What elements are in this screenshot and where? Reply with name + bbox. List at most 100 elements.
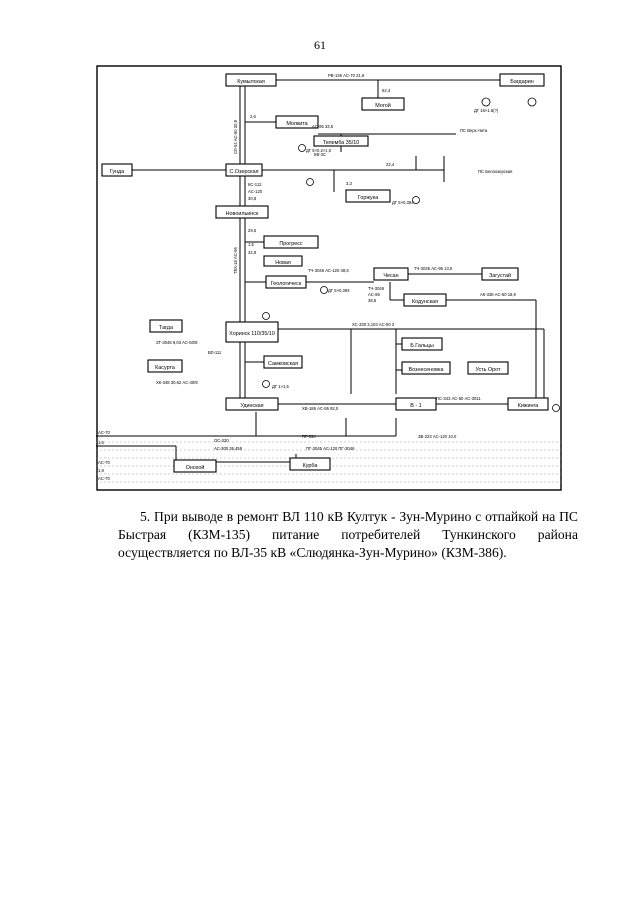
node-box-b-gaitsy [401, 337, 443, 351]
annotation-vertical: ТЕК-18 АС-95 [233, 247, 238, 274]
node-label: Прогресс [279, 241, 303, 247]
node-box-gunda [101, 163, 133, 177]
node-label: Горжука [358, 195, 378, 201]
annotation: ХК-348 30,62 АС-40/8 [156, 380, 198, 385]
node-label: Усть Орот [475, 367, 501, 373]
node-box-kodunsk [403, 293, 447, 307]
generator-icon [262, 312, 270, 320]
annotation: КВ-3С [314, 152, 326, 157]
annotation: 3,3 [346, 181, 352, 186]
annotation: АС-120 [248, 189, 263, 194]
annotation: 1,5 [248, 242, 254, 247]
node-label: Хоринск 110/35/10 [229, 331, 275, 337]
node-label: Новая [275, 260, 291, 266]
node-label: Кижинга [518, 403, 539, 409]
annotation: 29,5 [248, 228, 257, 233]
node-box-progress [263, 235, 319, 249]
annotation: КС-112 [248, 182, 262, 187]
diagram-lines [96, 79, 545, 463]
node-box-kasurta [147, 359, 183, 373]
node-label: С.Озерская [229, 169, 258, 175]
node-box-novoilinsk [215, 205, 269, 219]
node-box-telemba [313, 135, 369, 147]
annotation: ЗТ-3046 9,03 АС-50/8 [156, 340, 198, 345]
annotation: ОС-330 [214, 438, 229, 443]
generator-icons [262, 97, 560, 412]
annotation: ПС-343 АС-50 АС-3011 [436, 396, 481, 401]
node-label: Новоильинск [226, 211, 259, 217]
node-label: Телемба 35/10 [323, 140, 360, 146]
annotation: АС-70 [98, 460, 110, 465]
annotation: ТЧ-3045 АС-95 13,5 [414, 266, 453, 271]
annotation: ПГ-3045 АС-120 ПГ-3046 [306, 446, 355, 451]
node-label: Удинская [240, 403, 263, 409]
node-box-v1 [395, 397, 437, 411]
node-box-onokhoi [173, 459, 217, 473]
annotation: АС-70 [98, 476, 110, 481]
diagram-svg: Кумылская Багдарин Могой Молкита Телемба… [96, 65, 562, 491]
annotation-vertical: СЛ-54 АС-50 30,8 [233, 119, 238, 154]
generator-icon [527, 97, 537, 107]
annotation: ДГ 5×0,394 [392, 200, 414, 205]
node-label: Кумылская [237, 79, 265, 85]
annotation: АК-338 АС-50 18,9 [480, 292, 517, 297]
node-box-mogoi [361, 97, 405, 111]
node-label: Курба [303, 463, 318, 469]
annotation: ХС-330 3,103 АС-50 3 [352, 322, 395, 327]
node-label: Молкита [286, 121, 307, 127]
annotation: 52,4 [382, 88, 391, 93]
generator-icon [552, 404, 560, 412]
node-label: Вознесеновка [409, 367, 444, 373]
annotation: 2,6 [250, 114, 256, 119]
node-box-voznesen [401, 361, 451, 375]
generator-icon [298, 144, 306, 152]
node-box-s-ozerskaya [225, 163, 263, 177]
annotation: 22,4 [386, 162, 395, 167]
generator-icon [320, 286, 328, 294]
annotation: ДГ 5×0,394 [328, 288, 350, 293]
node-box-molkita [275, 115, 319, 129]
generator-icon [306, 178, 314, 186]
node-label: Касурта [155, 365, 175, 371]
annotation: 32,8 [248, 250, 257, 255]
annotation: ПГ-334 [302, 434, 316, 439]
annotation: ПС Верх.Чита [460, 128, 488, 133]
annotation: ДГ 5×0,2×1,0 [306, 148, 332, 153]
node-box-gorzhuka [345, 189, 391, 203]
node-box-novaya [263, 255, 303, 267]
node-label: Загустай [489, 272, 511, 279]
annotation: 1,9 [98, 468, 104, 473]
annotation: ТЧ-3046 АС-120 48,8 [308, 268, 349, 273]
annotation: 30,8 [248, 196, 257, 201]
annotation: ДГ 16×1.5(?) [474, 108, 499, 113]
node-label: Самковская [268, 361, 298, 367]
annotation: АС-70 [98, 430, 110, 435]
node-box-tagda [149, 319, 183, 333]
node-box-kymylskaya [225, 73, 277, 87]
annotation: АС-95 33,5 [312, 124, 334, 129]
body-paragraph: 5. При выводе в ремонт ВЛ 110 кВ Култук … [118, 509, 578, 560]
node-label: Чесан [383, 273, 398, 279]
node-box-zagustai [481, 267, 519, 281]
annotation: 1,5 [98, 440, 104, 445]
annotation: АС-95 [368, 292, 380, 297]
annotation: ТЧ-3046 [368, 286, 385, 291]
node-label: Могой [375, 102, 390, 109]
node-label: Онохой [186, 464, 205, 471]
node-label: Кодунская [412, 299, 438, 305]
bottom-grid [96, 441, 562, 483]
annotation: ДГ 1×1,5 [272, 384, 290, 389]
page-number: 61 [314, 38, 326, 52]
node-box-bagdarin [499, 73, 545, 87]
annotation: АС-300 36,455 [214, 446, 243, 451]
generator-icon [412, 196, 420, 204]
annotation: ХВ-186 АС-95 92,0 [302, 406, 339, 411]
annotation: ВЛ-111 [208, 350, 222, 355]
node-box-kurba [289, 457, 331, 471]
node-box-ust-orot [467, 361, 509, 375]
node-label: Гунда [110, 169, 124, 175]
annotation: РВ-135 АС-70 21,9 [328, 73, 365, 78]
annotation: ПС Белоозерская [478, 169, 512, 174]
node-label: Б.Гальцы [410, 343, 434, 349]
node-box-khorinsk [225, 321, 279, 343]
